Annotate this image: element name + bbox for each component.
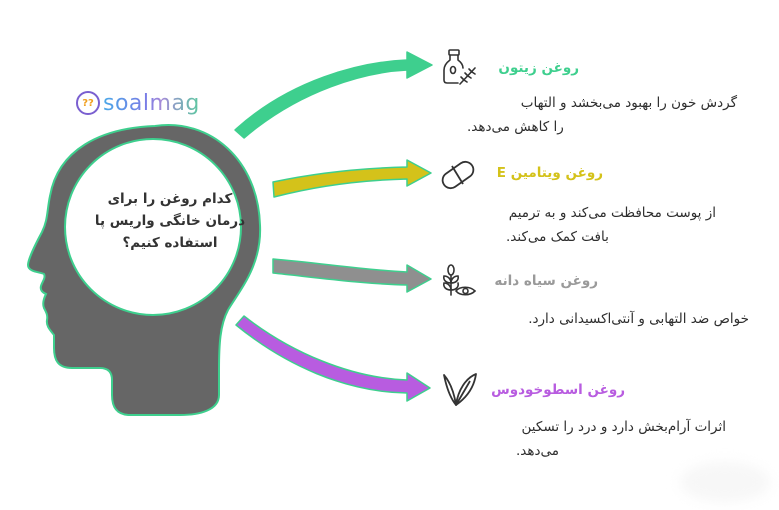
- desc-line: خواص ضد التهابی و آنتی‌اکسیدانی دارد.: [528, 311, 749, 327]
- arrow-lavender: [235, 315, 431, 402]
- logo-text: soalmag: [103, 90, 200, 116]
- desc-line: گردش خون را بهبود می‌بخشد و التهاب: [520, 95, 737, 111]
- desc-olive-oil: گردش خون را بهبود می‌بخشد و التهاب را کا…: [467, 91, 737, 139]
- arrow-black-seed: [272, 258, 432, 293]
- desc-line: می‌دهد.: [516, 443, 559, 459]
- capsule-icon: [441, 160, 475, 190]
- desc-black-seed: خواص ضد التهابی و آنتی‌اکسیدانی دارد.: [479, 307, 749, 331]
- central-question: کدام روغن را برای درمان خانگی واریس پا ا…: [94, 191, 246, 251]
- title-lavender: روغن اسطوخودوس: [491, 382, 625, 398]
- question-badge-icon: ??: [76, 91, 100, 115]
- faint-watermark: [680, 462, 770, 502]
- olive-oil-bottle-icon: [443, 49, 476, 85]
- logo: ?? soalmag: [76, 88, 200, 118]
- title-olive-oil: روغن زیتون: [498, 60, 579, 76]
- desc-line: اثرات آرام‌بخش دارد و درد را تسکین: [521, 419, 726, 435]
- desc-line: بافت کمک می‌کند.: [506, 229, 609, 245]
- desc-line: از پوست محافظت می‌کند و به ترمیم: [508, 205, 716, 221]
- arrow-olive-oil: [234, 51, 433, 139]
- desc-line: را کاهش می‌دهد.: [467, 119, 564, 135]
- desc-lavender: اثرات آرام‌بخش دارد و درد را تسکین می‌ده…: [456, 415, 726, 463]
- thought-circle: [64, 138, 242, 316]
- title-vitamin-e: روغن ویتامین E: [496, 165, 603, 181]
- desc-vitamin-e: از پوست محافظت می‌کند و به ترمیم بافت کم…: [446, 201, 716, 249]
- leaf-icon: [443, 373, 477, 406]
- title-black-seed: روغن سیاه دانه: [494, 273, 598, 289]
- seed-eye-icon: [443, 264, 477, 296]
- arrow-vitamin-e: [272, 159, 432, 198]
